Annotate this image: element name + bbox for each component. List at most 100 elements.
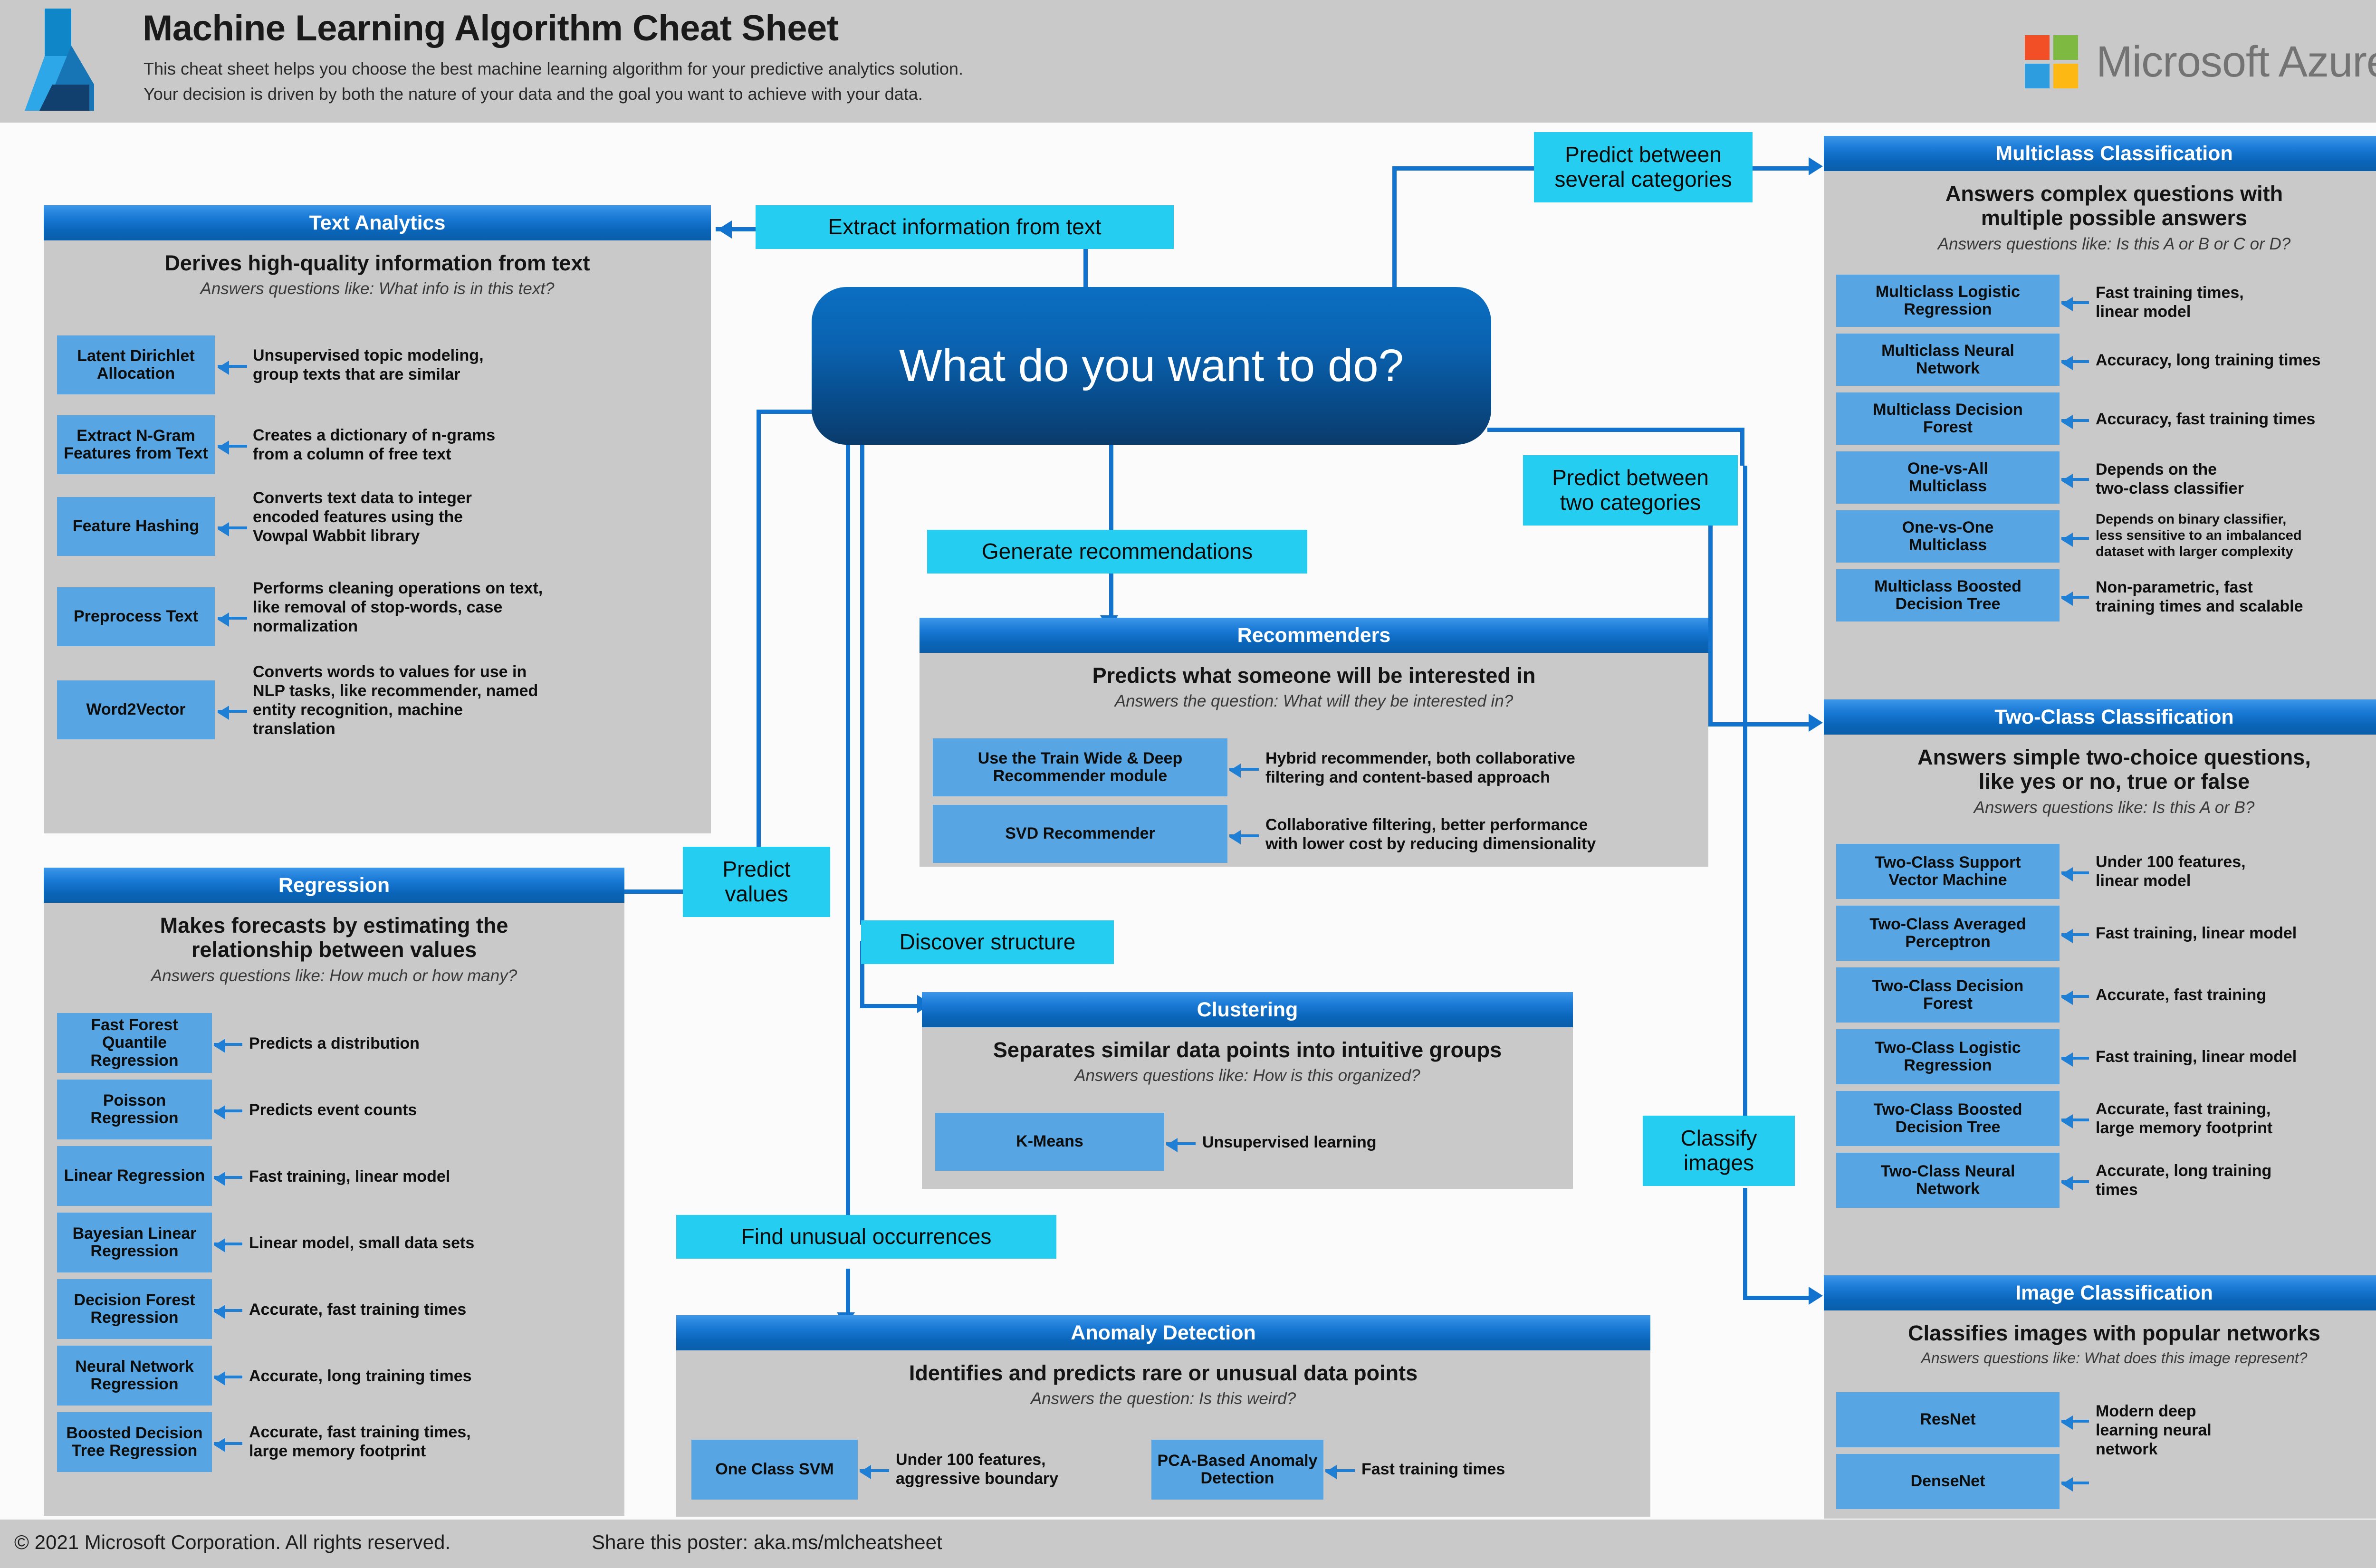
central-hub: What do you want to do? xyxy=(812,287,1491,445)
connector-discover-down xyxy=(860,941,864,1007)
algo-multiclass-boosted-decision-tree[interactable]: Multiclass Boosted Decision Tree xyxy=(1836,569,2060,621)
microsoft-azure-brand: Microsoft Azure xyxy=(2025,34,2376,89)
panel-anomaly-detection-title: Identifies and predicts rare or unusual … xyxy=(909,1361,1418,1385)
algo-latent-dirichlet-allocation[interactable]: Latent Dirichlet Allocation xyxy=(57,335,215,394)
connector-unusual-down xyxy=(846,1269,850,1321)
arrow-boosted-decision-tree-regression xyxy=(214,1438,242,1452)
panel-clustering-title: Separates similar data points into intui… xyxy=(993,1038,1502,1062)
arrow-one-vs-all xyxy=(2061,474,2089,488)
label-predict-values[interactable]: Predict values xyxy=(683,847,830,917)
connector-several-to-multiclass xyxy=(1723,166,1811,171)
algo-one-class-svm[interactable]: One Class SVM xyxy=(691,1440,858,1500)
panel-text-analytics-header: Text Analytics xyxy=(44,205,711,240)
desc-feature-hashing: Converts text data to integer encoded fe… xyxy=(253,489,472,545)
algo-neural-network-regression[interactable]: Neural Network Regression xyxy=(57,1346,212,1405)
arrow-bayesian-linear xyxy=(214,1238,242,1252)
label-generate-recommendations[interactable]: Generate recommendations xyxy=(927,530,1307,574)
desc-one-vs-all-multiclass: Depends on the two-class classifier xyxy=(2096,460,2244,498)
microsoft-logo-icon xyxy=(2025,35,2079,88)
desc-multiclass-neural-network: Accuracy, long training times xyxy=(2096,351,2321,369)
arrow-two-class-neural xyxy=(2061,1176,2089,1190)
algo-pca-based-anomaly-detection[interactable]: PCA-Based Anomaly Detection xyxy=(1151,1440,1323,1500)
connector-multiclass-arrow xyxy=(1809,157,1823,175)
algo-one-vs-one-multiclass[interactable]: One-vs-One Multiclass xyxy=(1836,510,2060,563)
panel-clustering: Clustering Separates similar data points… xyxy=(922,992,1573,1189)
algo-multiclass-neural-network[interactable]: Multiclass Neural Network xyxy=(1836,334,2060,386)
arrow-resnet xyxy=(2061,1415,2089,1430)
algo-two-class-logistic-regression[interactable]: Two-Class Logistic Regression xyxy=(1836,1029,2060,1084)
page-header: Machine Learning Algorithm Cheat Sheet T… xyxy=(0,0,2376,123)
desc-fast-forest-quantile-regression: Predicts a distribution xyxy=(249,1034,420,1052)
connector-several-vertical xyxy=(1392,166,1397,290)
desc-two-class-support-vector-machine: Under 100 features, linear model xyxy=(2096,853,2246,890)
algo-decision-forest-regression[interactable]: Decision Forest Regression xyxy=(57,1279,212,1339)
panel-text-analytics: Text Analytics Derives high-quality info… xyxy=(44,205,711,833)
footer-share-link[interactable]: Share this poster: aka.ms/mlcheatsheet xyxy=(592,1531,942,1553)
connector-two-cat-down xyxy=(1708,504,1713,725)
desc-multiclass-logistic-regression: Fast training times, linear model xyxy=(2096,284,2244,321)
algo-train-wide-deep-recommender[interactable]: Use the Train Wide & Deep Recommender mo… xyxy=(933,738,1227,796)
panel-anomaly-detection-header: Anomaly Detection xyxy=(676,1315,1650,1350)
label-extract-information[interactable]: Extract information from text xyxy=(756,205,1174,249)
desc-two-class-decision-forest: Accurate, fast training xyxy=(2096,986,2266,1004)
panel-multiclass-classification: Multiclass Classification Answers comple… xyxy=(1824,136,2376,713)
desc-train-wide-deep-recommender: Hybrid recommender, both collaborative f… xyxy=(1265,749,1575,787)
panel-image-classification-question: Answers questions like: What does this i… xyxy=(1921,1349,2308,1367)
panel-clustering-header: Clustering xyxy=(922,992,1573,1027)
algo-one-vs-all-multiclass[interactable]: One-vs-All Multiclass xyxy=(1836,451,2060,504)
connector-extract-vertical xyxy=(1083,238,1088,290)
algo-multiclass-decision-forest[interactable]: Multiclass Decision Forest xyxy=(1836,392,2060,445)
algo-fast-forest-quantile-regression[interactable]: Fast Forest Quantile Regression xyxy=(57,1013,212,1073)
algo-two-class-support-vector-machine[interactable]: Two-Class Support Vector Machine xyxy=(1836,844,2060,899)
panel-two-class-title: Answers simple two-choice questions, lik… xyxy=(1917,745,2311,794)
algo-svd-recommender[interactable]: SVD Recommender xyxy=(933,805,1227,863)
algo-two-class-neural-network[interactable]: Two-Class Neural Network xyxy=(1836,1153,2060,1208)
label-discover-structure[interactable]: Discover structure xyxy=(861,920,1114,964)
desc-pca-based-anomaly-detection: Fast training times xyxy=(1361,1460,1505,1478)
algo-two-class-averaged-perceptron[interactable]: Two-Class Averaged Perceptron xyxy=(1836,906,2060,961)
label-classify-images[interactable]: Classify images xyxy=(1643,1116,1795,1186)
arrow-two-class-decision-forest xyxy=(2061,991,2089,1005)
arrow-train-wide-deep xyxy=(1229,764,1259,778)
arrow-extract-ngram xyxy=(218,440,247,455)
label-predict-several-categories[interactable]: Predict between several categories xyxy=(1534,132,1753,202)
arrow-multiclass-decision-forest xyxy=(2061,415,2089,429)
panel-clustering-question: Answers questions like: How is this orga… xyxy=(1074,1066,1420,1085)
algo-densenet[interactable]: DenseNet xyxy=(1836,1454,2060,1509)
panel-text-analytics-question: Answers questions like: What info is in … xyxy=(200,279,555,298)
panel-two-class-classification: Two-Class Classification Answers simple … xyxy=(1824,699,2376,1276)
arrow-poisson-regression xyxy=(214,1105,242,1119)
algo-k-means[interactable]: K-Means xyxy=(935,1113,1164,1171)
label-predict-two-categories[interactable]: Predict between two categories xyxy=(1523,455,1738,526)
hub-question: What do you want to do? xyxy=(899,340,1404,391)
algo-extract-ngram-features[interactable]: Extract N-Gram Features from Text xyxy=(57,415,215,474)
algo-poisson-regression[interactable]: Poisson Regression xyxy=(57,1080,212,1139)
algo-preprocess-text[interactable]: Preprocess Text xyxy=(57,587,215,646)
algo-linear-regression[interactable]: Linear Regression xyxy=(57,1146,212,1206)
algo-two-class-boosted-decision-tree[interactable]: Two-Class Boosted Decision Tree xyxy=(1836,1091,2060,1146)
connector-discover-to-clustering xyxy=(860,1004,920,1008)
page-footer: © 2021 Microsoft Corporation. All rights… xyxy=(0,1520,2376,1568)
algo-bayesian-linear-regression[interactable]: Bayesian Linear Regression xyxy=(57,1213,212,1272)
algo-resnet[interactable]: ResNet xyxy=(1836,1392,2060,1447)
connector-two-class-arrow xyxy=(1809,714,1823,732)
arrow-svd-recommender xyxy=(1229,830,1259,844)
arrow-latent-dirichlet xyxy=(218,361,247,375)
algo-feature-hashing[interactable]: Feature Hashing xyxy=(57,497,215,556)
connector-several-horizontal xyxy=(1392,166,1535,171)
brand-name: Microsoft Azure xyxy=(2096,37,2376,86)
desc-linear-regression: Fast training, linear model xyxy=(249,1167,450,1186)
arrow-two-class-logistic xyxy=(2061,1052,2089,1067)
arrow-word2vector xyxy=(218,706,247,720)
algo-two-class-decision-forest[interactable]: Two-Class Decision Forest xyxy=(1836,967,2060,1023)
algo-word2vector[interactable]: Word2Vector xyxy=(57,680,215,739)
panel-regression-title: Makes forecasts by estimating the relati… xyxy=(160,913,508,962)
label-find-unusual-occurrences[interactable]: Find unusual occurrences xyxy=(676,1215,1056,1259)
panel-two-class-question: Answers questions like: Is this A or B? xyxy=(1974,798,2255,817)
algo-multiclass-logistic-regression[interactable]: Multiclass Logistic Regression xyxy=(1836,275,2060,327)
panel-anomaly-detection: Anomaly Detection Identifies and predict… xyxy=(676,1315,1650,1517)
desc-k-means: Unsupervised learning xyxy=(1202,1133,1377,1151)
arrow-feature-hashing xyxy=(218,522,247,536)
algo-boosted-decision-tree-regression[interactable]: Boosted Decision Tree Regression xyxy=(57,1412,212,1472)
desc-neural-network-regression: Accurate, long training times xyxy=(249,1367,472,1385)
